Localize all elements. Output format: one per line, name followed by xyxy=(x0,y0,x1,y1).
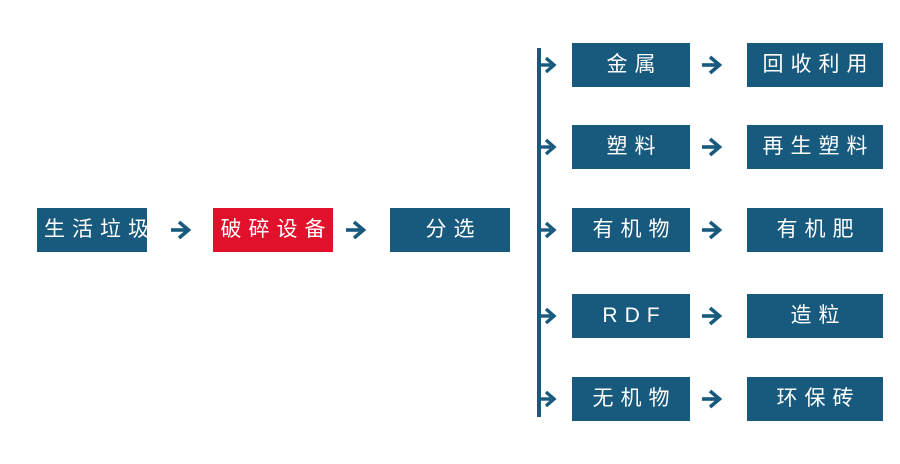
right-arrow-icon xyxy=(702,137,723,157)
branch-arrow-icon xyxy=(538,56,557,74)
right-arrow-icon xyxy=(171,220,192,240)
node-recycled-plastic: 再生塑料 xyxy=(747,125,883,169)
node-household-waste: 生活垃圾 xyxy=(37,208,149,252)
node-organic-matter: 有机物 xyxy=(572,208,690,252)
branch-arrow-icon xyxy=(538,138,557,156)
right-arrow-icon xyxy=(702,389,723,409)
right-arrow-icon xyxy=(702,306,723,326)
node-granulation: 造粒 xyxy=(747,294,883,338)
node-sorting: 分选 xyxy=(390,208,510,252)
node-eco-brick: 环保砖 xyxy=(747,377,883,421)
node-rdf: RDF xyxy=(572,294,690,338)
right-arrow-icon xyxy=(702,55,723,75)
node-metal: 金属 xyxy=(572,43,690,87)
node-inorganic-matter: 无机物 xyxy=(572,377,690,421)
right-arrow-icon xyxy=(702,220,723,240)
branch-arrow-icon xyxy=(538,390,557,408)
node-crushing-equipment: 破碎设备 xyxy=(213,208,333,252)
right-arrow-icon xyxy=(346,220,367,240)
node-plastic: 塑料 xyxy=(572,125,690,169)
node-recycling: 回收利用 xyxy=(747,43,883,87)
branch-arrow-icon xyxy=(538,307,557,325)
node-organic-fertilizer: 有机肥 xyxy=(747,208,883,252)
branch-arrow-icon xyxy=(538,221,557,239)
branch-trunk-line xyxy=(537,48,541,417)
